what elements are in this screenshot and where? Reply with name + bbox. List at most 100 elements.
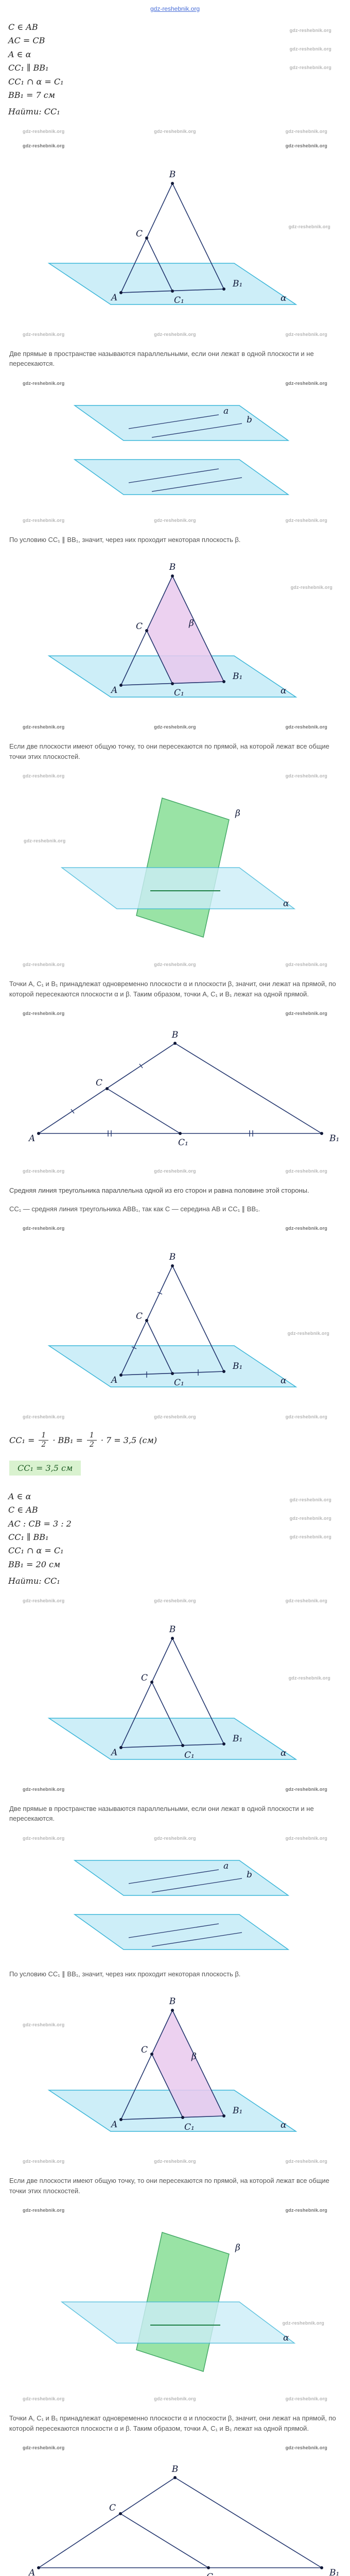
formula-part: CC₁ = (9, 1435, 35, 1446)
label-a: a (223, 1861, 229, 1871)
points (37, 1042, 323, 1136)
watermark: gdz-reshebnik.org (154, 2396, 196, 2402)
watermark: gdz-reshebnik.org (154, 331, 196, 337)
label-A: A (110, 685, 117, 696)
watermark: gdz-reshebnik.org (285, 2208, 327, 2213)
watermark: gdz-reshebnik.org (285, 1168, 327, 1174)
label-beta: β (235, 808, 240, 819)
label-alpha: α (283, 899, 289, 909)
watermark: gdz-reshebnik.org (23, 143, 65, 148)
label-C: C (136, 621, 143, 632)
watermark: gdz-reshebnik.org (282, 2320, 324, 2326)
figure-intersecting-planes-2: β α gdz-reshebnik.org (10, 2225, 340, 2384)
watermark: gdz-reshebnik.org (154, 128, 196, 134)
label-C1: C₁ (174, 1378, 184, 1388)
plane-upper (73, 1859, 290, 1896)
plane-alpha (60, 867, 296, 909)
watermark: gdz-reshebnik.org (24, 838, 66, 844)
fraction-denominator: 2 (89, 1440, 94, 1449)
label-B: B (171, 1030, 179, 1040)
given-lines: C ∈ AB AC = CB A ∈ α CC₁ ∥ BB₁ CC₁ ∩ α =… (5, 21, 64, 119)
watermark: gdz-reshebnik.org (285, 143, 327, 148)
watermark: gdz-reshebnik.org (285, 1226, 327, 1231)
label-B1: B₁ (232, 1734, 242, 1744)
points (119, 181, 225, 294)
points (119, 2009, 225, 2122)
line-b (151, 1877, 242, 1893)
plane-alpha (47, 1717, 297, 1760)
label-C: C (141, 2045, 148, 2055)
label-C1: C₁ (178, 1138, 188, 1148)
watermark: gdz-reshebnik.org (289, 1497, 331, 1502)
label-beta: β (188, 618, 194, 629)
watermark: gdz-reshebnik.org (289, 28, 331, 33)
figure-final-1: B A C C₁ B₁ α gdz-reshebnik.org (10, 1243, 340, 1402)
theorem-parallel-def: Две прямые в пространстве называются пар… (9, 349, 314, 368)
tick-marks (71, 1063, 253, 1137)
given-block-2: A ∈ α C ∈ AB AC : CB = 3 : 2 CC₁ ∥ BB₁ C… (5, 1490, 345, 1588)
watermark: gdz-reshebnik.org (23, 331, 65, 337)
theorem-planes-intersect: Если две плоскости имеют общую точку, то… (9, 742, 329, 760)
inner-line (128, 468, 219, 483)
watermark: gdz-reshebnik.org (288, 224, 330, 229)
watermark: gdz-reshebnik.org (23, 1786, 65, 1792)
figure-beta-quad-1: B A C C₁ B₁ β α gdz-reshebnik.org (10, 553, 340, 713)
figure-triangle-over-plane-1: B A C C₁ B₁ α gdz-reshebnik.org (10, 160, 340, 320)
label-B: B (169, 1252, 176, 1262)
answer-highlight-1: CC₁ = 3,5 см (9, 1460, 81, 1476)
figure-flat-triangle-1: A B B₁ C C₁ (10, 1028, 340, 1157)
theorem-midline-def: Средняя линия треугольника параллельна о… (9, 1187, 309, 1195)
label-B1: B₁ (232, 2106, 242, 2116)
watermark: gdz-reshebnik.org (289, 1534, 331, 1539)
plane-alpha (47, 1345, 297, 1387)
inner-line (151, 1931, 242, 1947)
fraction-numerator: 1 (86, 1431, 97, 1441)
triangle-edges (38, 1043, 322, 1134)
plane-lower (73, 1913, 290, 1950)
watermark: gdz-reshebnik.org (23, 1598, 65, 1603)
formula-part: · BB₁ = (52, 1435, 83, 1446)
watermark: gdz-reshebnik.org (285, 1598, 327, 1603)
given-lines: A ∈ α C ∈ AB AC : CB = 3 : 2 CC₁ ∥ BB₁ C… (5, 1490, 72, 1588)
label-C1: C₁ (206, 2572, 217, 2576)
given-line: C ∈ AB (8, 22, 38, 32)
line-a (128, 414, 219, 429)
label-C: C (109, 2503, 116, 2513)
watermark-row: gdz-reshebnik.org gdz-reshebnik.org (5, 139, 345, 153)
label-C: C (136, 1311, 143, 1321)
label-B: B (169, 1624, 176, 1635)
inner-line (128, 1923, 219, 1938)
watermark: gdz-reshebnik.org (23, 2208, 65, 2213)
figure-flat-triangle-2: A B B₁ C C₁ (10, 2462, 340, 2576)
points (37, 2476, 323, 2570)
watermark: gdz-reshebnik.org (154, 1414, 196, 1420)
watermark: gdz-reshebnik.org (23, 773, 65, 779)
fraction: 1 2 (39, 1431, 49, 1449)
figure-triangle-over-plane-2: B A C C₁ B₁ α gdz-reshebnik.org (10, 1615, 340, 1775)
label-C1: C₁ (184, 2122, 195, 2132)
fraction-numerator: 1 (39, 1431, 49, 1441)
watermark: gdz-reshebnik.org (154, 1168, 196, 1174)
label-B1: B₁ (232, 279, 242, 289)
site-link[interactable]: gdz-reshebnik.org (150, 5, 200, 12)
label-b: b (247, 415, 252, 425)
label-alpha: α (281, 1748, 287, 1758)
theorem-beta-plane: По условию CC₁ ∥ BB₁, значит, через них … (9, 535, 241, 544)
watermark: gdz-reshebnik.org (23, 517, 65, 523)
watermark: gdz-reshebnik.org (285, 380, 327, 386)
given-line: AC : CB = 3 : 2 (8, 1518, 72, 1529)
label-C: C (96, 1078, 102, 1088)
given-line: CC₁ ∥ BB₁ (8, 1532, 49, 1542)
theorem-collinear: Точки A, C₁ и B₁ принадлежат одновременн… (9, 980, 336, 998)
theorem-beta-plane: По условию CC₁ ∥ BB₁, значит, через них … (9, 1970, 241, 1978)
